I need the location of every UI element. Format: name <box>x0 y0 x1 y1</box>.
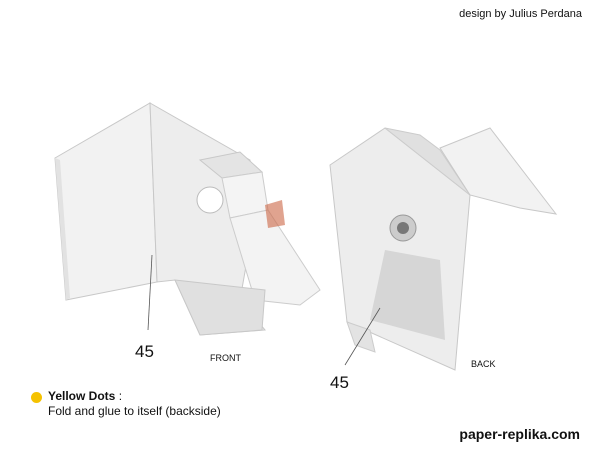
front-part-number: 45 <box>135 342 154 361</box>
legend-separator: : <box>118 389 123 403</box>
legend-title-text: Yellow Dots <box>48 389 116 403</box>
designer-credit: design by Julius Perdana <box>459 8 582 20</box>
front-label: FRONT <box>210 353 241 363</box>
back-part-number: 45 <box>330 373 349 392</box>
legend-title: Yellow Dots : <box>48 389 122 403</box>
legend-description: Fold and glue to itself (backside) <box>48 404 221 418</box>
website-link[interactable]: paper-replika.com <box>459 426 580 442</box>
back-model <box>329 127 558 371</box>
yellow-dot-icon <box>31 392 42 403</box>
front-model <box>54 102 321 336</box>
back-label: BACK <box>471 359 496 369</box>
